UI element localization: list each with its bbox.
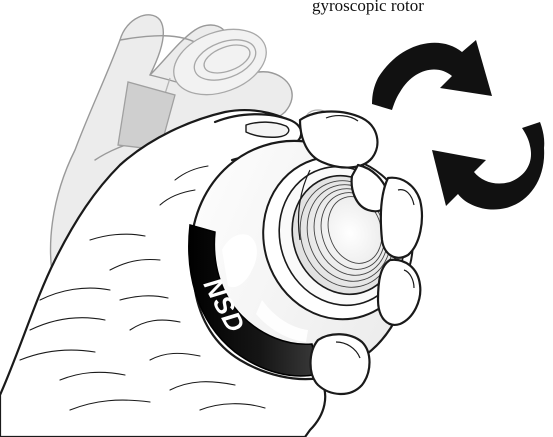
rotation-arrow-icon xyxy=(432,122,544,210)
rotation-arrow-icon xyxy=(372,40,492,110)
